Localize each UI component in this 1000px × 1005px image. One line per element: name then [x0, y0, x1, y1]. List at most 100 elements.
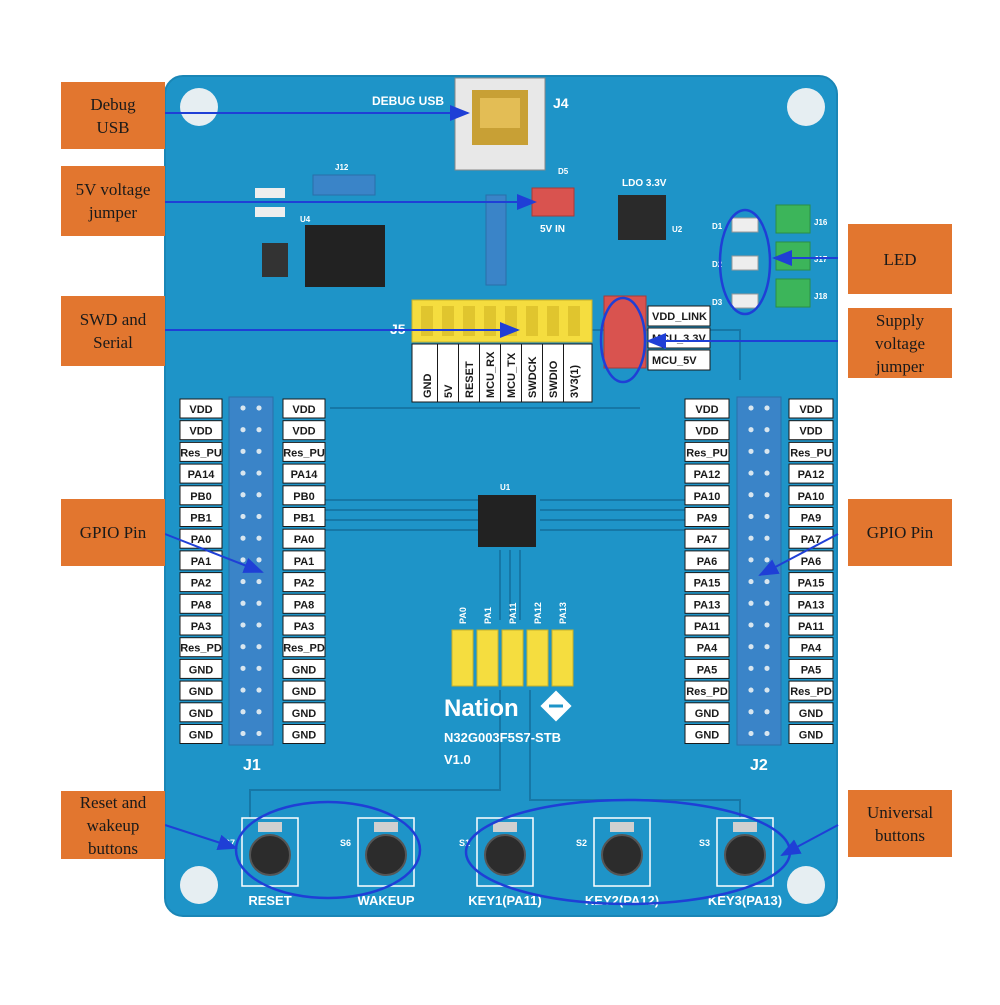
j1-pin-label: PA3: [294, 621, 315, 633]
button-ref-silk: S1: [459, 838, 470, 848]
j1-pin-label: GND: [189, 664, 214, 676]
callout-swd-serial: SWD and Serial: [61, 296, 165, 366]
gpio-jumper-silk: PA1: [483, 607, 493, 624]
j2-pin-label: GND: [799, 730, 824, 742]
callout-text: buttons: [87, 838, 139, 858]
button-label: KEY1(PA11): [468, 893, 541, 908]
button-ref-silk: S3: [699, 838, 710, 848]
gpio-jumper: [551, 629, 574, 687]
j2-pin-label: PA12: [694, 469, 721, 481]
j2-pin-label: Res_PD: [686, 686, 728, 698]
swd-pin-label: SWDCK: [527, 356, 539, 398]
button-label: KEY3(PA13): [708, 893, 782, 908]
j2-pin-label: GND: [695, 730, 720, 742]
swd-pin-label: 5V: [443, 384, 455, 398]
j2-pin-label: GND: [695, 708, 720, 720]
j1-pin-label: Res_PD: [283, 643, 325, 655]
j1-pin-label: PA1: [294, 556, 315, 568]
u2-silk: U2: [672, 225, 683, 234]
j1-pin-label: PB0: [190, 491, 211, 503]
j1-silk: J1: [243, 757, 261, 774]
ldo-silk: LDO 3.3V: [622, 178, 667, 189]
j1-pin-label: PA0: [294, 534, 315, 546]
swd-pin-label: MCU_RX: [485, 351, 497, 398]
callout-text: Supply: [875, 310, 925, 330]
callout-gpio-right: GPIO Pin: [848, 499, 952, 566]
led-ref-silk: D1: [712, 222, 723, 231]
j2-pin-label: VDD: [695, 404, 718, 416]
led-ref-silk: D3: [712, 298, 723, 307]
callout-text: wakeup: [86, 815, 140, 835]
gpio-jumper: [501, 629, 524, 687]
j1-pin-label: VDD: [189, 404, 212, 416]
button-label: KEY2(PA12): [585, 893, 659, 908]
j1-pin-label: PA14: [188, 469, 216, 481]
d5-silk: D5: [558, 167, 569, 176]
led-jumper: [775, 204, 811, 234]
led-header-silk: J17: [814, 255, 828, 264]
push-button[interactable]: [484, 834, 526, 876]
j2-pin-label: PA15: [694, 578, 721, 590]
led-component: [731, 293, 759, 309]
j2-pin-label: VDD: [799, 426, 822, 438]
callout-text: jumper: [875, 356, 925, 376]
j1-pin-label: PB1: [293, 513, 314, 525]
j1-pin-label: PA8: [191, 599, 212, 611]
u4-silk: U4: [300, 215, 311, 224]
callout-text: Serial: [93, 333, 133, 352]
j2-pin-label: Res_PU: [790, 447, 832, 459]
j2-pin-label: PA5: [697, 664, 718, 676]
mounting-hole: [180, 88, 218, 126]
mounting-hole: [180, 866, 218, 904]
led-header-silk: J16: [814, 218, 828, 227]
button-label: RESET: [248, 893, 291, 908]
highlight-led: [718, 208, 772, 316]
gpio-jumper: [526, 629, 549, 687]
push-button[interactable]: [724, 834, 766, 876]
swd-pin-label: 3V3(1): [569, 365, 581, 398]
j1-pin-label: PA3: [191, 621, 212, 633]
j1-pin-label: Res_PU: [283, 447, 325, 459]
led-ref-silk: D2: [712, 260, 723, 269]
j2-pin-label: PA13: [798, 599, 825, 611]
j1-pin-label: PA1: [191, 556, 212, 568]
callout-text: voltage: [874, 333, 926, 353]
swd-pin-label: RESET: [464, 361, 476, 398]
j1-pin-label: GND: [292, 708, 317, 720]
j2-pin-label: PA5: [801, 664, 822, 676]
j12-silk: J12: [335, 163, 349, 172]
gpio-jumper-silk: PA12: [533, 602, 543, 624]
led-jumper: [775, 278, 811, 308]
j1-pin-label: VDD: [189, 426, 212, 438]
j2-pin-label: PA12: [798, 469, 825, 481]
j1-pin-label: Res_PU: [180, 447, 222, 459]
callout-led: LED: [848, 224, 952, 294]
j2-pin-label: GND: [799, 708, 824, 720]
u1-mcu: [478, 495, 536, 547]
callout-text: 5V voltage: [75, 180, 151, 199]
j2-pin-label: PA15: [798, 578, 825, 590]
push-button[interactable]: [601, 834, 643, 876]
j2-pin-label: PA4: [801, 643, 822, 655]
jumper-5v: [531, 187, 575, 217]
j2-pin-label: Res_PD: [790, 686, 832, 698]
callout-gpio-left: GPIO Pin: [61, 499, 165, 566]
callout-universal: Universal buttons: [848, 790, 952, 857]
highlight-supply-jumper: [599, 296, 647, 384]
brand-logo: Nation: [444, 695, 519, 722]
push-button[interactable]: [365, 834, 407, 876]
callout-text: jumper: [88, 203, 138, 222]
j1-pin-label: GND: [292, 686, 317, 698]
j1-pin-label: GND: [189, 708, 214, 720]
supply-jumper: [603, 295, 647, 369]
model-silk: N32G003F5S7-STB: [444, 730, 561, 745]
j2-pin-label: PA10: [798, 491, 825, 503]
j2-pin-label: PA7: [801, 534, 822, 546]
push-button[interactable]: [249, 834, 291, 876]
j2-pin-label: PA7: [697, 534, 718, 546]
j2-pin-label: Res_PU: [686, 447, 728, 459]
j12-header: [312, 174, 376, 196]
j2-pin-label: PA6: [697, 556, 718, 568]
j1-pin-label: PA2: [191, 578, 212, 590]
swd-pin-label: MCU_TX: [506, 352, 518, 398]
